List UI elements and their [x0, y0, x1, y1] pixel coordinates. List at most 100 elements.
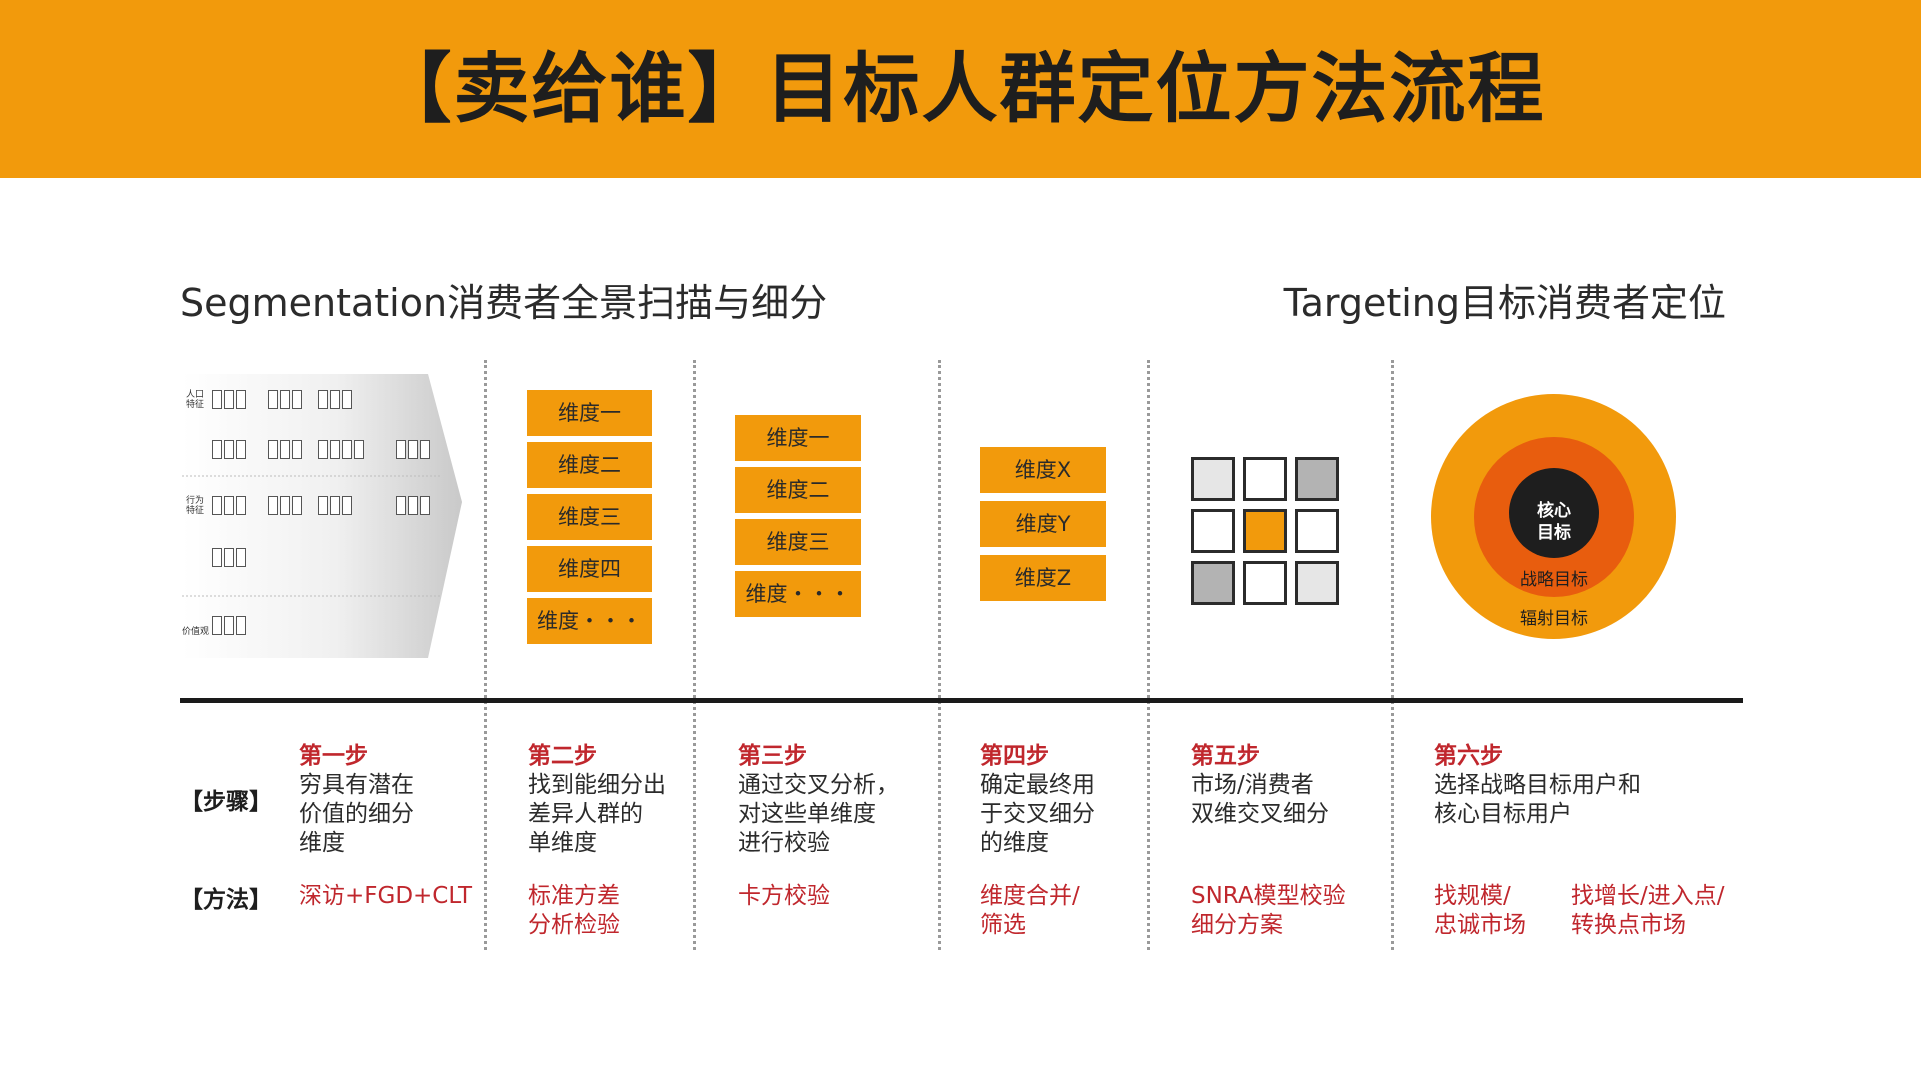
core-target-circle [1509, 468, 1599, 558]
segmentation-scan-graphic: 人口 特征 行为 特征 价值观 [182, 372, 464, 660]
step-method: 卡方校验 [738, 883, 830, 909]
segment-box [224, 496, 234, 515]
step-3: 第三步 通过交叉分析， 对这些单维度 进行校验 [738, 742, 899, 858]
step-description: 找到能细分出 差异人群的 单维度 [528, 772, 666, 856]
segment-row-label: 人口 特征 [186, 390, 205, 410]
segment-box [212, 496, 222, 515]
dimension-pill: 维度X [980, 447, 1106, 493]
step-method: 深访+FGD+CLT [299, 883, 473, 909]
segment-box [280, 496, 290, 515]
segment-box [268, 390, 278, 409]
column-divider [693, 360, 696, 950]
grid-cell [1243, 561, 1287, 605]
segment-box [396, 496, 406, 515]
segment-box [396, 440, 406, 459]
step-description: 选择战略目标用户和 核心目标用户 [1434, 772, 1641, 827]
step-title: 第四步 [980, 743, 1049, 769]
dimension-pill: 维度一 [527, 390, 652, 436]
step-title: 第五步 [1191, 743, 1260, 769]
strategic-target-label: 战略目标 [1520, 570, 1588, 590]
column-divider [1391, 360, 1394, 950]
scan-arrow-shape [182, 374, 462, 658]
step-description: 通过交叉分析， 对这些单维度 进行校验 [738, 772, 899, 856]
steps-row-label: 【步骤】 [180, 789, 272, 815]
segment-box [280, 440, 290, 459]
segment-box [342, 440, 352, 459]
title-banner [0, 0, 1921, 178]
segment-box [292, 390, 302, 409]
grid-cell [1191, 561, 1235, 605]
segment-box [342, 496, 352, 515]
column-divider [1147, 360, 1150, 950]
core-target-label-1: 核心 [1537, 501, 1571, 521]
step-title: 第一步 [299, 743, 368, 769]
step-description: 确定最终用 于交叉细分 的维度 [980, 772, 1095, 856]
step-title: 第二步 [528, 743, 597, 769]
step-title: 第三步 [738, 743, 807, 769]
segment-box [408, 440, 418, 459]
segment-box [268, 496, 278, 515]
column-divider [938, 360, 941, 950]
step-method: 维度合并/ 筛选 [980, 883, 1080, 938]
methods-row-label: 【方法】 [180, 887, 272, 913]
segment-box [330, 440, 340, 459]
step-description: 穷具有潜在 价值的细分 维度 [299, 772, 414, 856]
targeting-heading: Targeting目标消费者定位 [1283, 281, 1726, 325]
step-method: 找规模/ 忠诚市场 [1434, 883, 1526, 938]
segment-box [318, 496, 328, 515]
grid-cell [1243, 509, 1287, 553]
segment-box [224, 548, 234, 567]
segment-box [268, 440, 278, 459]
segment-box [292, 496, 302, 515]
segment-box [236, 440, 246, 459]
segment-box [236, 548, 246, 567]
step-method-secondary: 找增长/进入点/ 转换点市场 [1571, 883, 1725, 938]
segment-box [236, 390, 246, 409]
radiation-target-label: 辐射目标 [1520, 609, 1588, 629]
step-4: 第四步 确定最终用 于交叉细分 的维度 [980, 742, 1095, 858]
grid-cell [1295, 457, 1339, 501]
grid-cell [1191, 509, 1235, 553]
step-description: 市场/消费者 双维交叉细分 [1191, 772, 1329, 827]
segment-box [224, 390, 234, 409]
cross-segmentation-grid [1191, 457, 1343, 609]
segment-box [212, 390, 222, 409]
segment-box [224, 616, 234, 635]
segment-box [420, 496, 430, 515]
grid-cell [1243, 457, 1287, 501]
segment-box [212, 548, 222, 567]
step-2: 第二步 找到能细分出 差异人群的 单维度 [528, 742, 666, 858]
grid-cell [1191, 457, 1235, 501]
segment-box [330, 496, 340, 515]
segment-box [330, 390, 340, 409]
segment-box [292, 440, 302, 459]
grid-cell [1295, 509, 1339, 553]
timeline-divider [180, 698, 1743, 703]
segment-box [236, 616, 246, 635]
dimension-pill: 维度四 [527, 546, 652, 592]
dimension-pill: 维度二 [527, 442, 652, 488]
segment-box [420, 440, 430, 459]
dimension-pill: 维度一 [735, 415, 861, 461]
dimension-pill: 维度三 [735, 519, 861, 565]
segment-box [212, 440, 222, 459]
segment-box [318, 390, 328, 409]
dimension-pill: 维度・・・ [735, 571, 861, 617]
core-target-label-2: 目标 [1537, 523, 1571, 543]
dimension-pill: 维度三 [527, 494, 652, 540]
step-1: 第一步 穷具有潜在 价值的细分 维度 [299, 742, 414, 858]
page-title: 【卖给谁】目标人群定位方法流程 [375, 44, 1546, 133]
segment-box [236, 496, 246, 515]
dimension-pill: 维度・・・ [527, 598, 652, 644]
segment-box [408, 496, 418, 515]
step-title: 第六步 [1434, 743, 1503, 769]
segment-box [342, 390, 352, 409]
step-method: SNRA模型校验 细分方案 [1191, 883, 1346, 938]
segment-box [280, 390, 290, 409]
segment-box [318, 440, 328, 459]
step-method: 标准方差 分析检验 [528, 883, 620, 938]
dimension-pill: 维度Y [980, 501, 1106, 547]
segmentation-heading: Segmentation消费者全景扫描与细分 [180, 281, 828, 325]
segment-box [224, 440, 234, 459]
dimension-pill: 维度二 [735, 467, 861, 513]
